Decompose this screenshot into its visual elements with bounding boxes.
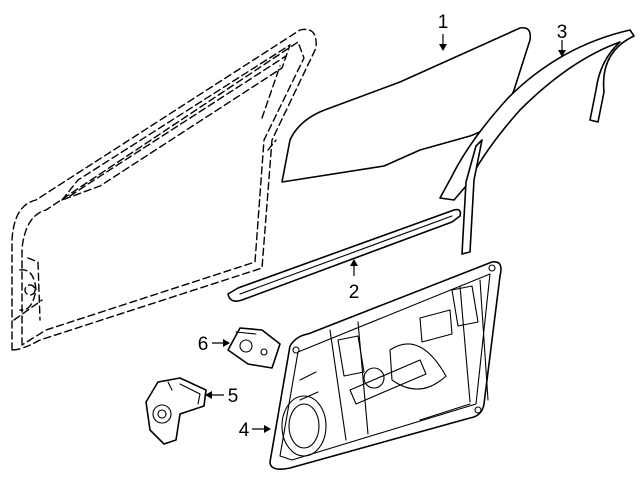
regulator-carrier — [269, 260, 502, 470]
callout-1: 1 — [438, 12, 449, 33]
callout-2: 2 — [349, 282, 360, 303]
callout-6: 6 — [198, 334, 209, 355]
belt-molding — [227, 208, 462, 302]
run-channel — [439, 29, 635, 255]
callout-3: 3 — [557, 22, 568, 43]
leader-lines — [205, 34, 566, 433]
callout-5: 5 — [228, 386, 239, 407]
bracket — [227, 327, 281, 369]
door-glass — [281, 26, 532, 183]
callout-labels: 1 3 2 4 5 6 — [198, 12, 568, 441]
door-shell-outline — [11, 28, 317, 351]
callout-4: 4 — [239, 420, 250, 441]
window-motor — [145, 377, 207, 445]
